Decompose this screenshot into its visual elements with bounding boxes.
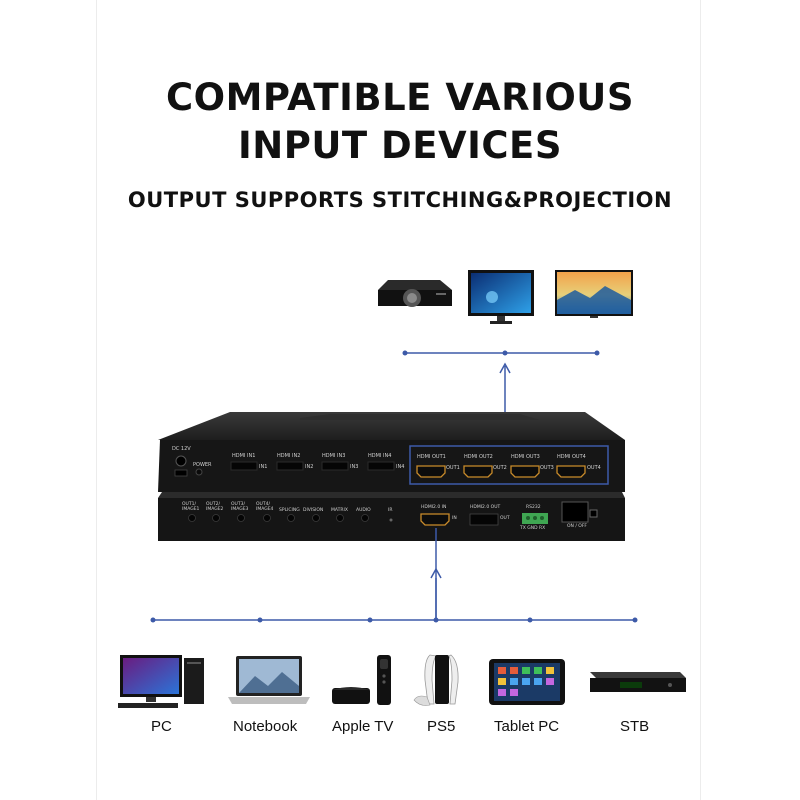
- output-4-side: OUT4: [587, 465, 601, 471]
- dc-label: DC 12V: [172, 446, 191, 452]
- loop-out-label: HDMI2.0 OUT: [470, 505, 501, 510]
- output-4-label: HDMI OUT4: [557, 454, 586, 460]
- pc-icon: [118, 655, 204, 708]
- matrix-device-back: [158, 492, 625, 541]
- notebook-icon: [228, 656, 310, 704]
- label-stb: STB: [620, 718, 650, 735]
- label-tablet-pc: Tablet PC: [494, 718, 560, 735]
- subtitle: OUTPUT SUPPORTS STITCHING&PROJECTION: [127, 188, 673, 212]
- input-3-sub: IN3: [350, 464, 359, 470]
- tv-icon: [555, 270, 633, 318]
- ir-label: IR: [388, 508, 393, 513]
- output-1-label: HDMI OUT1: [417, 454, 446, 460]
- output-3-label: HDMI OUT3: [511, 454, 540, 460]
- input-1-sub: IN1: [259, 464, 268, 470]
- back-button-1-label: OUT1/ IMAGE1: [182, 502, 200, 512]
- page-edge-right: [700, 0, 701, 800]
- monitor-icon: [468, 270, 534, 324]
- input-2-sub: IN2: [305, 464, 314, 470]
- loop-in-side: IN: [452, 516, 457, 521]
- input-1-label: HDMI IN1: [232, 453, 256, 459]
- power-label: POWER: [193, 462, 212, 468]
- output-2-label: HDMI OUT2: [464, 454, 493, 460]
- splicing-label: SPLICING: [279, 508, 300, 513]
- output-1-side: OUT1: [446, 465, 460, 471]
- loop-out-side: OUT: [500, 516, 510, 521]
- projector-icon: [378, 280, 452, 307]
- back-button-3-label: OUT3/ IMAGE3: [231, 502, 249, 512]
- page-edge-left: [96, 0, 97, 800]
- label-pc: PC: [151, 718, 172, 735]
- back-button-2-label: OUT2/ IMAGE2: [206, 502, 224, 512]
- tablet-icon: [489, 659, 565, 705]
- stb-icon: [590, 672, 686, 692]
- input-3-label: HDMI IN3: [322, 453, 346, 459]
- output-3-side: OUT3: [540, 465, 554, 471]
- audio-label: AUDIO: [356, 508, 371, 513]
- apple-tv-icon: [332, 655, 391, 705]
- ps5-icon: [413, 654, 459, 706]
- input-2-label: HDMI IN2: [277, 453, 301, 459]
- matrix-device-front: [158, 412, 625, 492]
- headline-line-1: COMPATIBLE VARIOUS: [165, 76, 634, 119]
- label-notebook: Notebook: [233, 718, 298, 735]
- power-switch-label: ON / OFF: [567, 524, 588, 529]
- label-apple-tv: Apple TV: [332, 718, 394, 735]
- input-4-label: HDMI IN4: [368, 453, 392, 459]
- division-label: DIVISION: [303, 508, 324, 513]
- matrix-label: MATRIX: [331, 508, 348, 513]
- loop-in-label: HDMI2.0 IN: [421, 505, 447, 510]
- label-ps5: PS5: [427, 718, 456, 735]
- input-connector: [150, 528, 638, 623]
- input-4-sub: IN4: [396, 464, 405, 470]
- rs232-label: RS232: [526, 505, 541, 510]
- headline-line-2: INPUT DEVICES: [238, 124, 562, 167]
- output-2-side: OUT2: [493, 465, 507, 471]
- back-button-4-label: OUT4/ IMAGE4: [256, 502, 274, 512]
- rs232-pins: TX GND RX: [520, 526, 546, 531]
